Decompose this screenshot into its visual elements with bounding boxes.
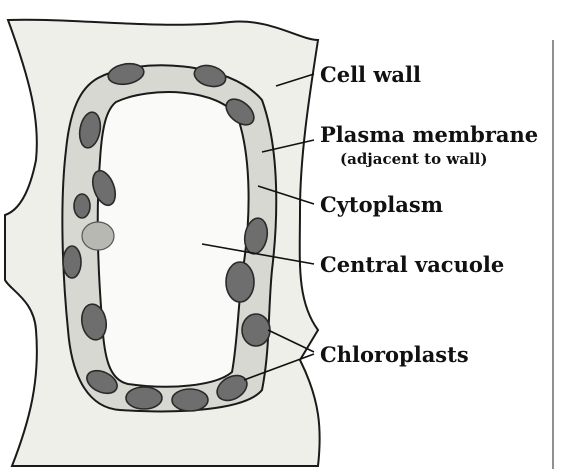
label-plasma-membrane-note: (adjacent to wall): [340, 150, 487, 168]
chloroplast: [242, 314, 270, 346]
label-cell-wall: Cell wall: [320, 62, 421, 87]
label-plasma-membrane: Plasma membrane: [320, 122, 538, 147]
chloroplast-faint: [82, 222, 114, 250]
chloroplast: [126, 387, 162, 409]
chloroplast: [74, 194, 90, 218]
label-chloroplasts: Chloroplasts: [320, 342, 469, 367]
label-cytoplasm: Cytoplasm: [320, 192, 443, 217]
chloroplast: [63, 246, 81, 278]
central-vacuole: [98, 92, 249, 387]
chloroplast: [226, 262, 254, 302]
label-central-vacuole: Central vacuole: [320, 252, 504, 277]
chloroplast: [172, 389, 208, 411]
